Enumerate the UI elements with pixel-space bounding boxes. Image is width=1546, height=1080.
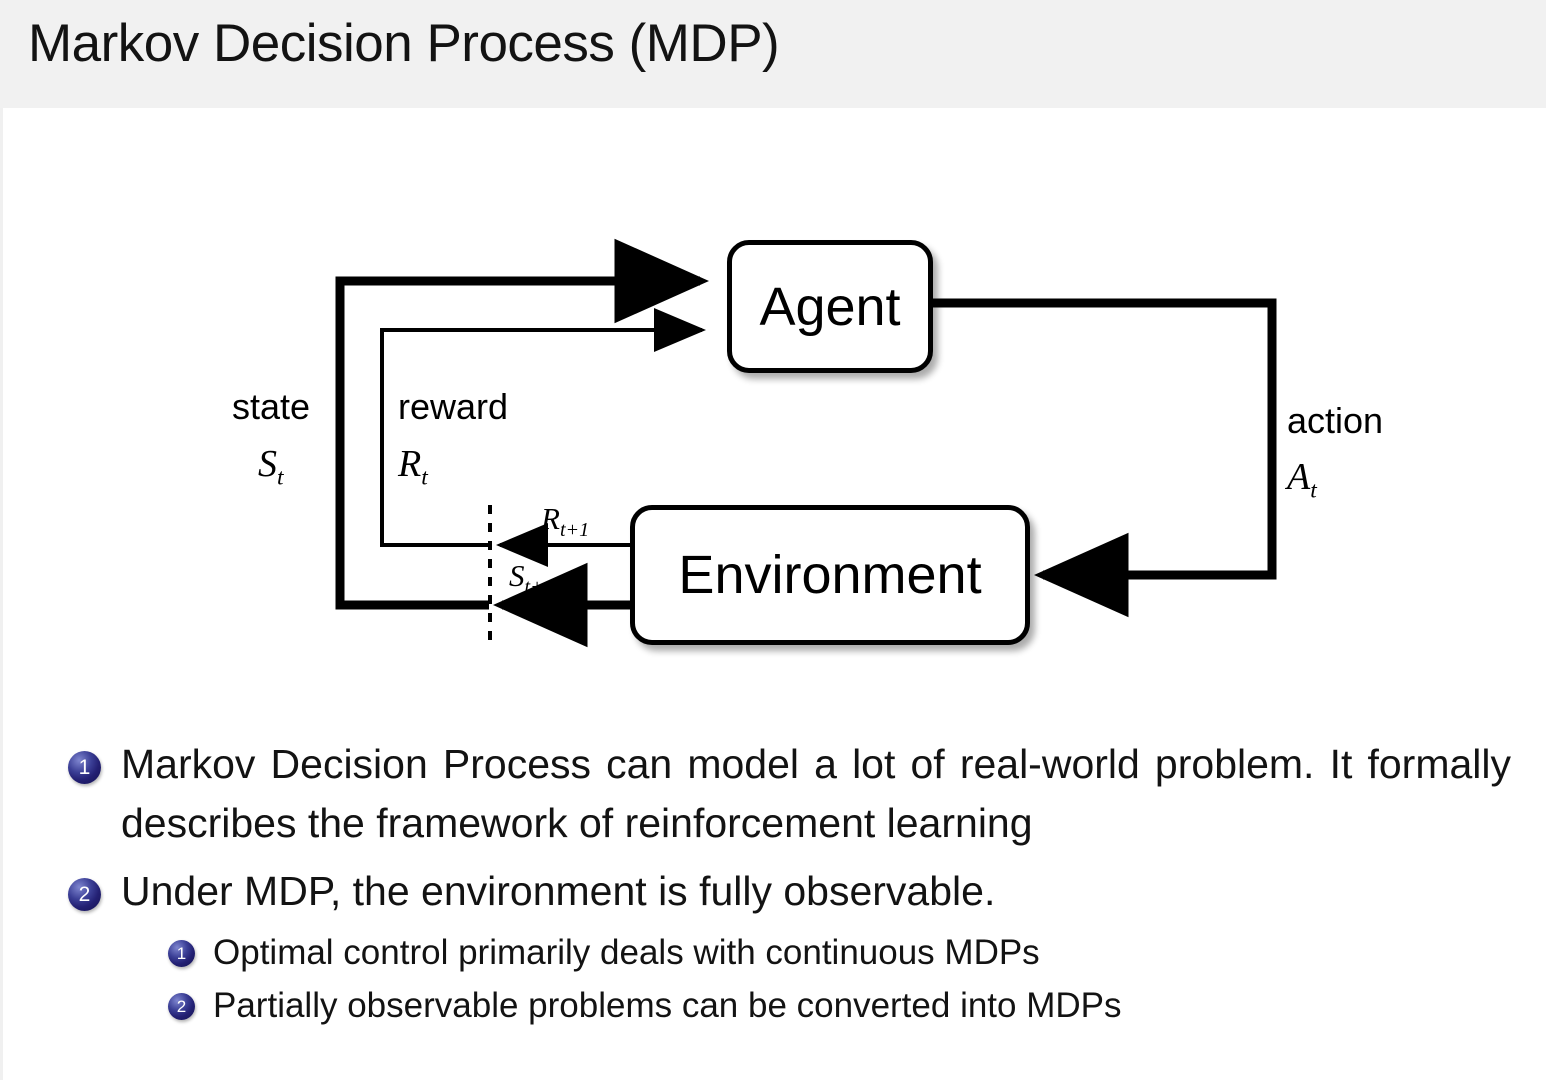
bullet-text-2-1: Optimal control primarily deals with con… <box>213 933 1040 973</box>
list-item[interactable]: 2 Under MDP, the environment is fully ob… <box>68 862 1546 921</box>
bullet-marker-2-1: 1 <box>168 940 195 968</box>
bullet-text-1: Markov Decision Process can model a lot … <box>121 741 1511 847</box>
action-path <box>933 298 1277 618</box>
list-item[interactable]: 2 Partially observable problems can be c… <box>168 980 1546 1033</box>
reward-symbol-subscript: t <box>421 464 428 491</box>
state-symbol: St <box>258 445 284 490</box>
next-state-symbol: St+1 <box>509 560 554 597</box>
bullet-marker-2: 2 <box>68 877 101 911</box>
next-reward-symbol-base: R <box>541 501 560 536</box>
next-state-symbol-subscript: t+1 <box>524 576 554 599</box>
action-symbol-subscript: t <box>1310 477 1317 504</box>
state-feedback-path <box>335 238 709 610</box>
bullet-marker-2-2: 2 <box>168 992 195 1020</box>
diagram-connectors <box>335 238 1277 648</box>
action-label: action <box>1287 400 1384 441</box>
list-item[interactable]: 1 Markov Decision Process can model a lo… <box>68 735 1546 854</box>
state-symbol-base: S <box>258 443 277 485</box>
bullet-text-2: Under MDP, the environment is fully obse… <box>121 867 996 914</box>
agent-environment-diagram: Agent Environment state St reward Rt act… <box>0 108 1546 718</box>
agent-node[interactable]: Agent <box>727 240 933 373</box>
agent-node-label: Agent <box>759 276 901 337</box>
action-symbol-base: A <box>1287 456 1311 498</box>
next-reward-symbol-subscript: t+1 <box>559 519 590 542</box>
environment-node-label: Environment <box>678 545 982 605</box>
reward-label: reward <box>398 386 509 427</box>
reward-feedback-path <box>380 308 706 547</box>
bullet-text-2-2: Partially observable problems can be con… <box>213 985 1122 1025</box>
page-title: Markov Decision Process (MDP) <box>28 14 780 73</box>
left-edge-strip <box>0 0 3 1080</box>
environment-node[interactable]: Environment <box>630 505 1030 645</box>
list-item[interactable]: 1 Optimal control primarily deals with c… <box>168 927 1546 980</box>
reward-symbol-base: R <box>398 443 422 485</box>
state-symbol-subscript: t <box>277 464 284 491</box>
state-label: state <box>232 386 311 427</box>
next-state-symbol-base: S <box>509 558 525 593</box>
next-reward-symbol: Rt+1 <box>541 503 589 540</box>
bullet-marker-1: 1 <box>68 751 101 784</box>
bullet-list: 1 Markov Decision Process can model a lo… <box>0 735 1546 1032</box>
slide-header-band: Markov Decision Process (MDP) <box>0 0 1546 108</box>
reward-symbol: Rt <box>398 445 428 490</box>
action-symbol: At <box>1287 458 1317 503</box>
